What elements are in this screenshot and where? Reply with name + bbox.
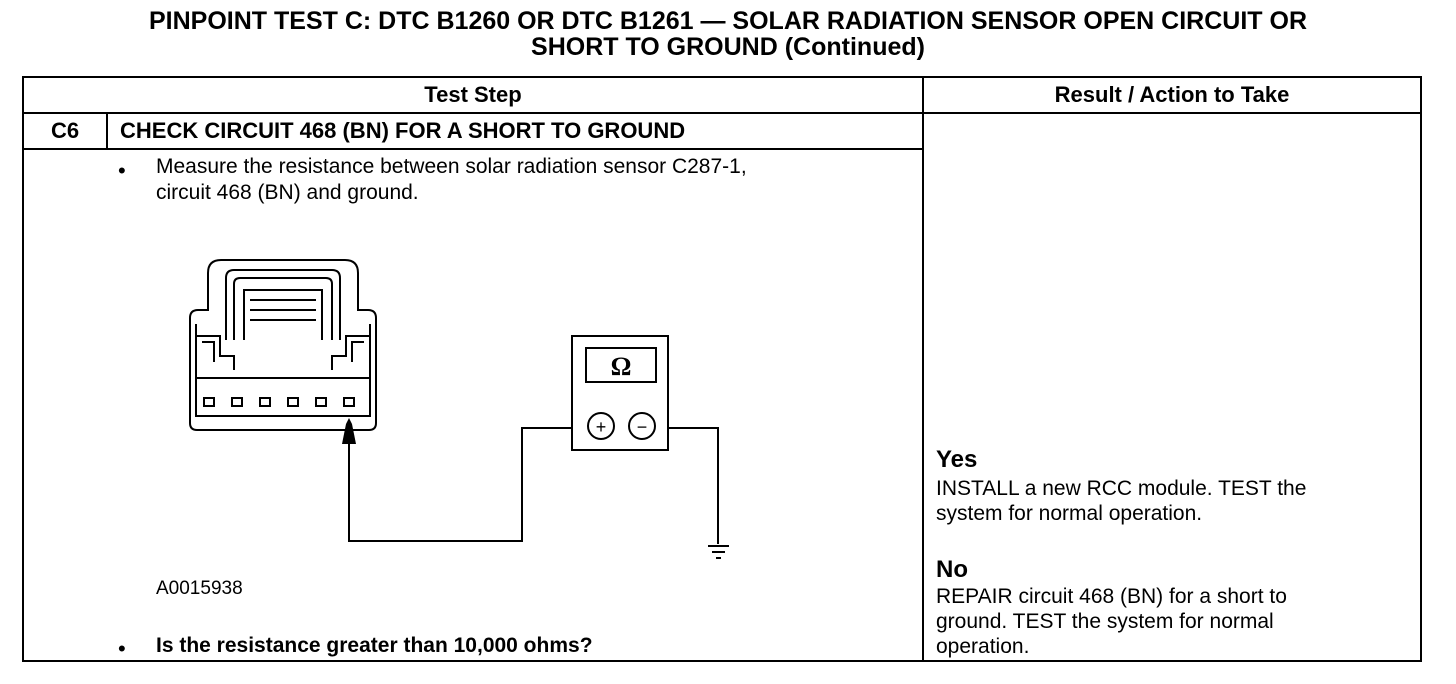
wiring-diagram: Ω + − xyxy=(189,259,729,559)
step-id-divider xyxy=(106,112,108,150)
title-line-1: PINPOINT TEST C: DTC B1260 OR DTC B1261 … xyxy=(148,7,1307,35)
ohmmeter xyxy=(571,335,669,451)
bullet-question: • xyxy=(118,636,126,661)
ohm-symbol: Ω xyxy=(611,352,632,381)
cavity-5 xyxy=(231,397,243,407)
instruction-line-1: Measure the resistance between solar rad… xyxy=(156,155,747,178)
step-question: Is the resistance greater than 10,000 oh… xyxy=(156,634,593,657)
step-title: CHECK CIRCUIT 468 (BN) FOR A SHORT TO GR… xyxy=(120,118,686,143)
result-no-label: No xyxy=(936,556,968,583)
no-line-3: operation. xyxy=(936,635,1030,658)
meter-display xyxy=(585,347,657,383)
yes-line-2: system for normal operation. xyxy=(936,502,1203,525)
cavity-4 xyxy=(259,397,271,407)
cavity-3 xyxy=(287,397,299,407)
figure-id: A0015938 xyxy=(156,578,243,599)
step-instruction: Measure the resistance between solar rad… xyxy=(156,154,747,206)
instruction-line-2: circuit 468 (BN) and ground. xyxy=(156,181,419,204)
cavity-6 xyxy=(203,397,215,407)
header-test-step: Test Step xyxy=(424,82,522,107)
result-yes-label: Yes xyxy=(936,446,978,473)
result-yes-action: INSTALL a new RCC module. TEST the syste… xyxy=(936,476,1416,526)
cavity-2 xyxy=(315,397,327,407)
title-line-2: SHORT TO GROUND (Continued) xyxy=(531,33,925,61)
step-title-divider xyxy=(24,148,922,150)
plus-sign: + xyxy=(596,417,607,437)
connector-body xyxy=(189,259,377,431)
result-no-action: REPAIR circuit 468 (BN) for a short to g… xyxy=(936,584,1416,659)
column-divider xyxy=(922,78,924,660)
probe-lead xyxy=(348,427,572,542)
plus-terminal xyxy=(587,412,615,440)
minus-terminal xyxy=(628,412,656,440)
cavity-1 xyxy=(343,397,355,407)
header-divider xyxy=(24,112,1420,114)
step-id: C6 xyxy=(50,118,80,143)
probe-tip xyxy=(342,418,356,444)
header-result-action: Result / Action to Take xyxy=(1054,82,1290,107)
bullet-instruction: • xyxy=(118,158,126,183)
no-line-1: REPAIR circuit 468 (BN) for a short to xyxy=(936,585,1287,608)
pinpoint-table: Test Step Result / Action to Take C6 CHE… xyxy=(22,76,1422,662)
connector-latch xyxy=(225,269,341,340)
ground-lead xyxy=(668,427,719,544)
page-title: PINPOINT TEST C: DTC B1260 OR DTC B1261 … xyxy=(0,8,1456,60)
minus-sign: − xyxy=(637,417,648,437)
no-line-2: ground. TEST the system for normal xyxy=(936,610,1274,633)
yes-line-1: INSTALL a new RCC module. TEST the xyxy=(936,477,1307,500)
